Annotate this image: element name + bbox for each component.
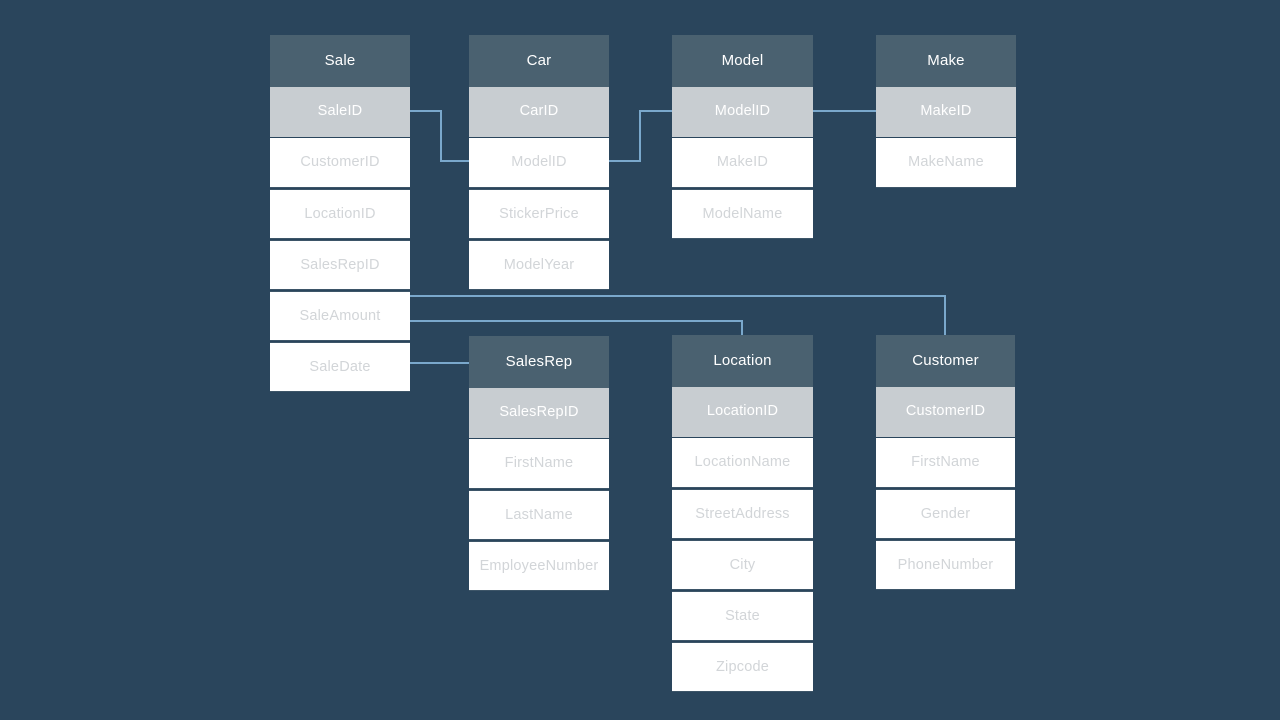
field-model-modelname[interactable]: ModelName [672,189,813,239]
entity-header-make: Make [876,35,1016,87]
field-car-modelid[interactable]: ModelID [469,138,609,188]
field-location-streetaddress[interactable]: StreetAddress [672,489,813,539]
entity-header-salesrep: SalesRep [469,336,609,388]
field-customer-firstname[interactable]: FirstName [876,438,1015,488]
field-sale-locationid[interactable]: LocationID [270,189,410,239]
field-model-makeid[interactable]: MakeID [672,138,813,188]
field-salesrep-employeenumber[interactable]: EmployeeNumber [469,541,609,591]
field-car-stickerprice[interactable]: StickerPrice [469,189,609,239]
field-location-locationid[interactable]: LocationID [672,387,813,437]
field-car-carid[interactable]: CarID [469,87,609,137]
field-car-modelyear[interactable]: ModelYear [469,240,609,290]
relationship-line-sale-customer [409,295,946,337]
entity-header-location: Location [672,335,813,387]
field-customer-phonenumber[interactable]: PhoneNumber [876,540,1015,590]
field-location-locationname[interactable]: LocationName [672,438,813,488]
entity-header-model: Model [672,35,813,87]
field-sale-customerid[interactable]: CustomerID [270,138,410,188]
field-sale-salesrepid[interactable]: SalesRepID [270,240,410,290]
field-location-state[interactable]: State [672,591,813,641]
field-customer-customerid[interactable]: CustomerID [876,387,1015,437]
relationship-line-sale-location [409,320,743,337]
field-make-makename[interactable]: MakeName [876,138,1016,188]
field-salesrep-salesrepid[interactable]: SalesRepID [469,388,609,438]
field-salesrep-lastname[interactable]: LastName [469,490,609,540]
field-customer-gender[interactable]: Gender [876,489,1015,539]
field-sale-saledate[interactable]: SaleDate [270,342,410,392]
relationship-line-car-model [608,110,673,162]
field-location-city[interactable]: City [672,540,813,590]
relationship-line-sale-car [409,110,470,162]
entity-header-customer: Customer [876,335,1015,387]
field-sale-saleamount[interactable]: SaleAmount [270,291,410,341]
field-make-makeid[interactable]: MakeID [876,87,1016,137]
field-salesrep-firstname[interactable]: FirstName [469,439,609,489]
entity-header-car: Car [469,35,609,87]
field-location-zipcode[interactable]: Zipcode [672,642,813,692]
field-sale-saleid[interactable]: SaleID [270,87,410,137]
field-model-modelid[interactable]: ModelID [672,87,813,137]
entity-header-sale: Sale [270,35,410,87]
